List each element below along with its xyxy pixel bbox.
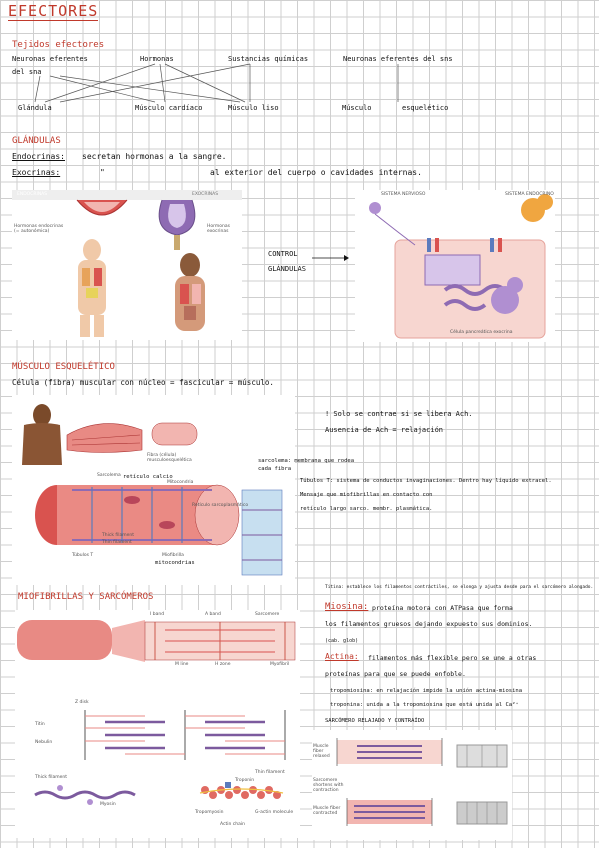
control-arrow (312, 255, 349, 261)
fig1-label-endocrinas: ENDOCRINAS (17, 192, 48, 197)
endocrinas-text: secretan hormonas a la sangre. (82, 152, 227, 161)
fig-label-miofibrilla: Miofibrilla (162, 553, 184, 558)
control-label-1: CONTROL (268, 250, 298, 258)
annotation-tubulos-2: Mensaje que miofibrillas en contacto con (300, 492, 433, 498)
fig-label-z-disk: Z disk (75, 700, 89, 705)
annotation-mito: mitocondrias (155, 560, 195, 566)
sarcomero-figure: Muscle fiber relaxed Sarcomere shortens … (312, 730, 512, 840)
tropomiosina-note: tropomiosina: en relajación impide la un… (330, 688, 523, 694)
fig-label-shortens: Sarcomere shortens with contraction (313, 778, 344, 793)
musculo-note-1: ! Solo se contrae si se libera Ach. (325, 410, 473, 418)
fig1-label-exocrinas: EXOCRINAS (192, 192, 219, 197)
fig-label-titin: Titin (35, 722, 45, 727)
target-esqueletico: esquelético (402, 104, 449, 112)
actina-label: Actina: (325, 652, 359, 661)
miosina-text-2: los filamentos gruesos dejando expuesto … (325, 620, 533, 628)
control-label-2: GLÁNDULAS (268, 265, 306, 273)
target-cardiaco: Músculo cardíaco (135, 104, 203, 112)
target-glandula: Glándula (18, 104, 52, 112)
actina-text-2: proteínas para que se puede enfoble. (325, 670, 466, 678)
fig-label-relaxed: Muscle fiber relaxed (313, 744, 330, 759)
fig2-label-celula: Célula pancreática exocrina (450, 330, 513, 335)
miosina-text-1: proteína motora con ATPasa que forma (372, 604, 513, 612)
fig-label-mitocondria: Mitocondria (167, 480, 194, 485)
fig-label-fibra: Fibra (célula) musculoesquelética (147, 453, 192, 463)
fig-label-tropomyosin: Tropomyosin (195, 810, 224, 815)
fig-label-m-line: M line (175, 662, 189, 667)
target-liso: Músculo liso (228, 104, 279, 112)
page-title: EFECTORES (8, 2, 99, 21)
exocrinas-quote: " (100, 168, 105, 177)
exocrinas-label: Exocrinas: (12, 168, 61, 177)
fig-label-thick: Thick filament (102, 533, 134, 538)
troponina-note: troponina: unida a la tropomiosina que e… (330, 702, 519, 708)
glandulas-figure: ENDOCRINAS EXOCRINAS Hormonas endocrinas… (12, 190, 242, 340)
source-del-sna: del sna (12, 68, 42, 76)
fig-label-nebulin: Nebulin (35, 740, 53, 745)
annotation-sarcolema: sarcolema: membrana que rodea (258, 458, 355, 464)
musculo-definition: Célula (fibra) muscular con núcleo = fas… (12, 378, 274, 387)
annotation-tubulos-3: retículo largo sarco. membr. plasmática. (300, 506, 433, 512)
target-musculo: Músculo (342, 104, 372, 112)
fig-label-myosin: Myosin (100, 802, 116, 807)
note-titina: Titina: establece los filamentos contrác… (325, 585, 594, 590)
fig-label-reticulo: Retículo sarcoplasmático (192, 503, 249, 508)
fig-label-tubulos: Túbulos T (72, 553, 94, 558)
fig-label-myofibril: Myofibril (270, 662, 290, 667)
exocrinas-text: al exterior del cuerpo o cavidades inter… (210, 168, 422, 177)
fig-label-thick-filament: Thick filament (35, 775, 67, 780)
miofibrillas-heading: MIOFIBRILLAS Y SARCÓMEROS (18, 592, 154, 602)
fig-label-h-zone: H zone (215, 662, 231, 667)
efectores-arrows (34, 63, 399, 103)
fig-label-a-band: A band (205, 612, 221, 617)
annotation-tubulos-1: Túbulos T: sistema de conductos invagina… (300, 478, 552, 484)
source-neuronas-sns: Neuronas eferentes del sns (343, 55, 453, 63)
endocrinas-label: Endocrinas: (12, 152, 65, 161)
fig2-label-sn: SISTEMA NERVIOSO (381, 192, 426, 197)
fig-label-i-band: I band (150, 612, 165, 617)
miofibrillas-figure: A band I band Z disk M line H zone Sarco… (15, 610, 300, 838)
fig1-label-hormonas-endo: Hormonas endocrinas (= autonómica) (14, 224, 64, 234)
fig2-label-se: SISTEMA ENDOCRINO (505, 192, 554, 197)
fig-label-sarcolema: Sarcolema (97, 473, 121, 478)
source-hormonas: Hormonas (140, 55, 174, 63)
fig-label-contracted: Muscle fiber contracted (313, 806, 341, 816)
efectores-heading: Tejidos efectores (12, 40, 105, 50)
fig-label-thin-filament: Thin filament (255, 770, 285, 775)
source-neuronas-sna: Neuronas eferentes (12, 55, 88, 63)
fig-label-sarcomere: Sarcomere (255, 612, 280, 617)
glandulas-heading: GLÁNDULAS (12, 136, 61, 146)
annotation-sarcolema-2: cada fibra (258, 466, 292, 472)
fig1-label-hormonas-exo: Hormonas exocrinas (207, 224, 230, 234)
fig-label-g-actin: G-actin molecule (255, 810, 294, 815)
miosina-text-3: (cab. glob) (325, 638, 359, 644)
sarcomero-heading: SARCÓMERO RELAJADO Y CONTRAÍDO (325, 718, 425, 724)
miosina-label: Miosina: (325, 602, 369, 612)
actina-text-1: filamentos más flexible pero se une a ot… (368, 654, 537, 662)
annotation-reticulo: retículo calcio (123, 474, 173, 480)
fig-label-troponin: Troponin (235, 778, 255, 783)
control-glandulas-figure: SISTEMA NERVIOSO SISTEMA ENDOCRINO Célul… (355, 190, 555, 342)
fig-label-actin-chain: Actin chain (220, 822, 245, 827)
fig-label-thin: Thin filament (102, 540, 132, 545)
source-sustancias: Sustancias químicas (228, 55, 309, 63)
musculo-note-2: Ausencia de Ach = relajación (325, 426, 444, 434)
musculo-heading: MÚSCULO ESQUELÉTICO (12, 362, 115, 372)
musculo-figure: Fibra (célula) musculoesquelética Sarcol… (12, 395, 295, 585)
